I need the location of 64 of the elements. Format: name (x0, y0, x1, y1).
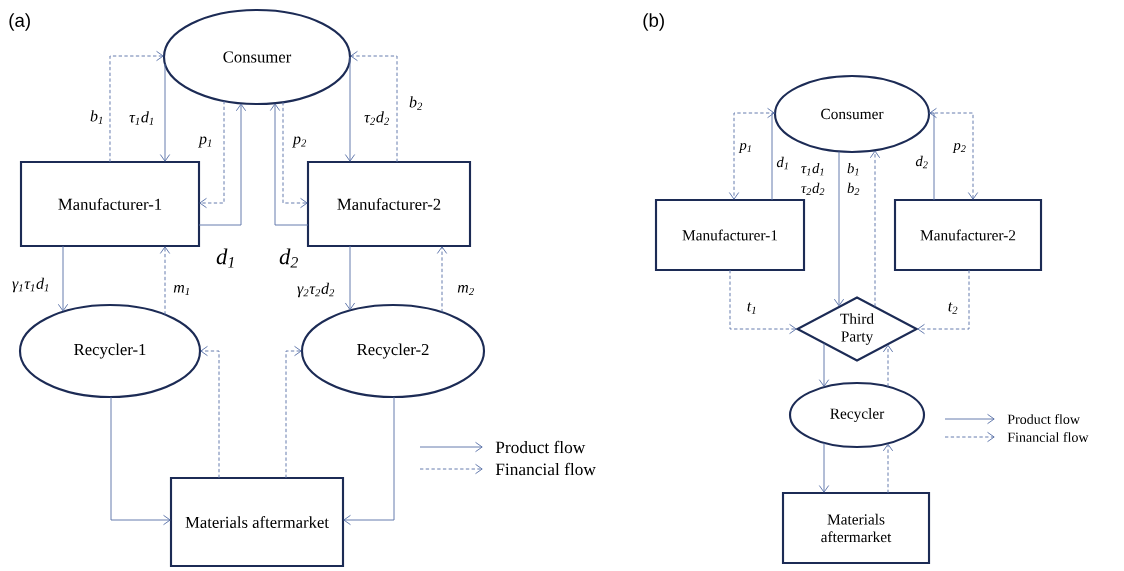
arrow (344, 56, 356, 162)
edge-label: t$_{2}$ (946, 300, 960, 316)
edge-label: p$_{1}$ (197, 135, 215, 149)
arrow (200, 345, 220, 479)
edge-label: t$_{1}$ (745, 300, 759, 316)
edge-label: d$_{2}$ (277, 247, 301, 269)
edge-label: τ$_{1}$d$_{1}$ τ$_{2}$d$_{2}$ (799, 161, 835, 197)
edge-label: γ$_{2}$τ$_{2}$d$_{2}$ (295, 281, 337, 299)
edge-label: p$_{2}$ (291, 135, 309, 149)
legend-entry: Product flow (419, 440, 586, 454)
arrow (269, 103, 309, 226)
edge-label: m$_{1}$ (171, 283, 193, 297)
edge-label: b$_{1}$ (88, 108, 106, 126)
ellipse-node: Recycler-2 (300, 303, 486, 399)
edge-label: d$_{2}$ (914, 154, 930, 170)
legend-entry: Financial flow (944, 431, 1089, 443)
edge-label: b$_{1}$ b$_{2}$ (845, 161, 869, 197)
edge-label: d$_{1}$ (214, 247, 238, 269)
edge-label: τ$_{1}$d$_{1}$ (127, 109, 157, 127)
legend-entry: Product flow (944, 413, 1080, 425)
edge-label: p$_{1}$ (738, 141, 754, 155)
ellipse-node: Recycler-1 (18, 303, 202, 399)
arrow (917, 269, 970, 335)
arrow (833, 151, 845, 307)
arrow (350, 50, 398, 163)
arrow (199, 100, 225, 209)
panel-label: (a) (9, 13, 30, 31)
arrow (282, 101, 308, 209)
arrow (818, 342, 830, 387)
edge-label: m$_{2}$ (455, 283, 477, 297)
arrow (882, 443, 894, 494)
edge-label: τ$_{2}$d$_{2}$ (362, 109, 392, 127)
arrow (285, 345, 302, 479)
process-box: Manufacturer-1 (654, 198, 806, 272)
arrow (159, 63, 171, 162)
ellipse-node: Consumer (162, 8, 352, 106)
arrow (198, 103, 247, 226)
edge-label: d$_{1}$ (775, 155, 791, 171)
arrow (928, 112, 979, 200)
arrow (929, 107, 937, 201)
arrow (109, 50, 164, 163)
arrow (818, 442, 830, 493)
process-box: Manufacturer-2 (306, 160, 472, 248)
legend-entry: Financial flow (419, 462, 596, 476)
ellipse-node: Recycler (788, 381, 926, 449)
arrow (159, 246, 171, 316)
panel-label: (b) (643, 13, 664, 31)
process-box: Manufacturer-2 (893, 198, 1043, 272)
edge-label: b$_{2}$ (407, 94, 425, 112)
arrow (57, 245, 69, 312)
process-box: Materials aftermarket (781, 491, 931, 565)
arrow (729, 269, 797, 335)
arrow (882, 344, 894, 388)
edge-label: p$_{2}$ (952, 141, 968, 155)
arrow (344, 245, 356, 311)
process-box: Manufacturer-1 (19, 160, 201, 248)
arrow (767, 107, 775, 201)
process-box: Materials aftermarket (169, 476, 345, 568)
arrow (343, 396, 395, 526)
ellipse-node: Consumer (773, 74, 931, 154)
arrow (436, 246, 448, 313)
arrow (869, 150, 881, 308)
edge-label: γ$_{1}$τ$_{1}$d$_{1}$ (10, 276, 52, 294)
arrow (110, 396, 171, 526)
